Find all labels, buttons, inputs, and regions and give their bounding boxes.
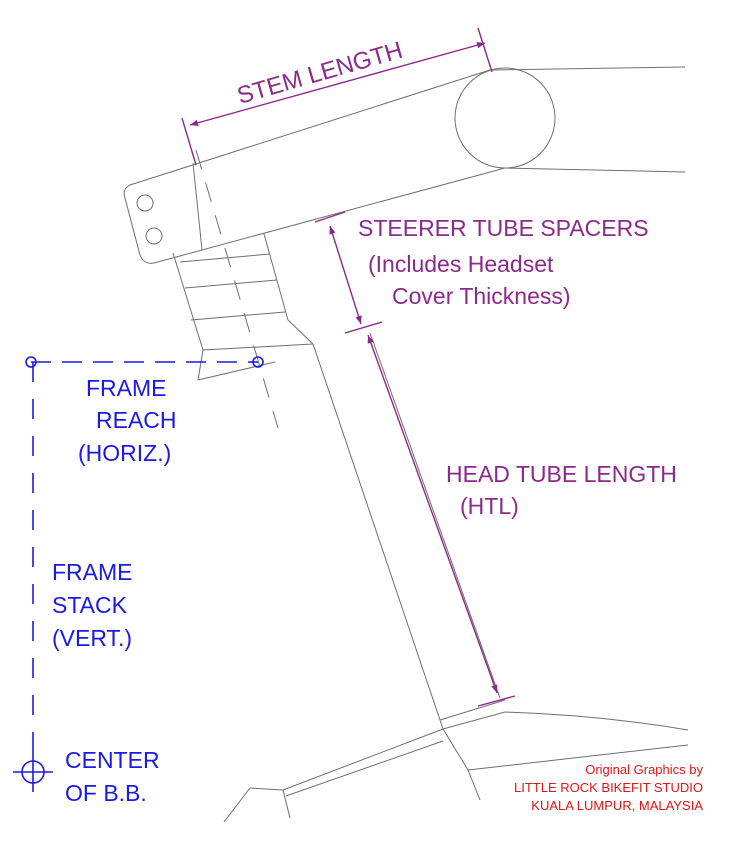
handlebar-circle (454, 67, 556, 169)
head-tube-left (312, 343, 441, 721)
htl-dimension: HEAD TUBE LENGTH (HTL) (367, 334, 677, 707)
htl-label-line1: HEAD TUBE LENGTH (446, 461, 677, 487)
credit-block: Original Graphics by LITTLE ROCK BIKEFIT… (514, 762, 704, 813)
stack-label-line2: STACK (52, 592, 128, 618)
reach-label-line1: FRAME (86, 375, 167, 401)
reach-label-line2: REACH (96, 407, 177, 433)
steering-axis (195, 149, 279, 429)
stack-label-line1: FRAME (52, 559, 133, 585)
spacers-label-line2: (Includes Headset (368, 251, 554, 277)
credit-line1: Original Graphics by (585, 762, 703, 777)
stem-bolt-bottom (145, 227, 163, 245)
credit-line3: KUALA LUMPUR, MALAYSIA (531, 798, 703, 813)
bb-center-icon (13, 752, 53, 792)
spacers-label-line1: STEERER TUBE SPACERS (358, 215, 649, 241)
stem-length-label: STEM LENGTH (234, 37, 406, 110)
bb-label-line2: OF B.B. (65, 780, 147, 806)
top-tube-arc (504, 711, 689, 731)
stem-bolt-top (136, 194, 154, 212)
credit-line2: LITTLE ROCK BIKEFIT STUDIO (514, 780, 703, 795)
spacer-dimension: STEERER TUBE SPACERS (Includes Headset C… (314, 211, 649, 334)
frame-outline (123, 66, 689, 823)
stack-label-line3: (VERT.) (52, 625, 132, 651)
htl-label-line2: (HTL) (460, 493, 519, 519)
bb-label-line1: CENTER (65, 747, 160, 773)
stem-body (123, 69, 506, 264)
spacers-label-line3: Cover Thickness) (392, 283, 571, 309)
stem-length-dimension: STEM LENGTH (181, 27, 493, 166)
frame-reach-stack: FRAME REACH (HORIZ.) FRAME STACK (VERT.)… (13, 356, 264, 806)
reach-label-line3: (HORIZ.) (78, 440, 171, 466)
